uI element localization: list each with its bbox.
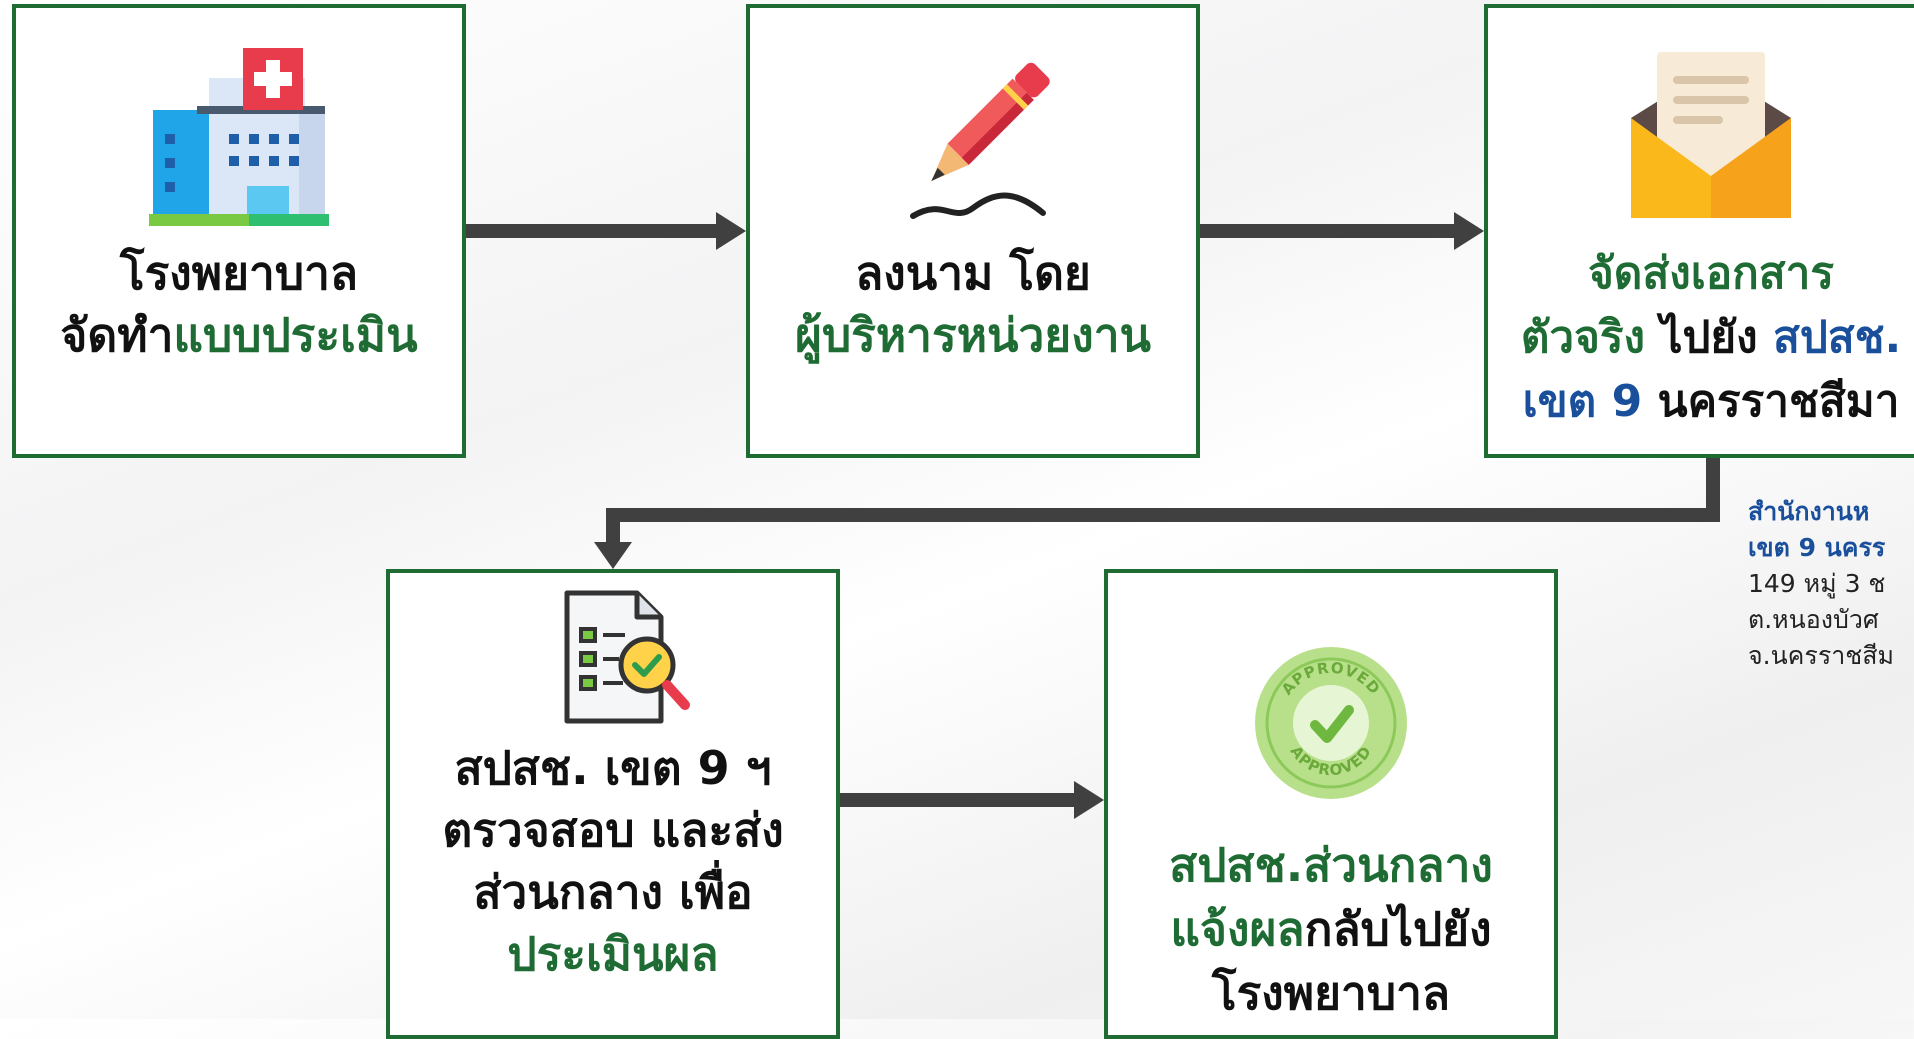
pen-signature-icon — [883, 48, 1063, 232]
step-signed-by-executive: ลงนาม โดย ผู้บริหารหน่วยงาน — [746, 4, 1200, 458]
step-3-line-3: เขต 9 นครราชสีมา — [1522, 376, 1900, 427]
step-4-line-2: ตรวจสอบ และส่ง — [442, 803, 784, 857]
step-5-line-1: สปสช.ส่วนกลาง — [1169, 838, 1493, 892]
document-review-icon — [533, 587, 693, 731]
step-4-line-4: ประเมินผล — [507, 927, 719, 981]
address-line-4: ต.หนองบัวศ — [1748, 605, 1879, 634]
arrow-4-to-5 — [840, 793, 1078, 807]
arrow-3-horizontal — [606, 508, 1720, 522]
step-4-line-1: สปสช. เขต 9 ฯ — [454, 741, 772, 795]
step-1-line-1: โรงพยาบาล — [119, 246, 359, 300]
step-1-label: โรงพยาบาล จัดทำแบบประเมิน — [60, 242, 417, 366]
step-3-label: จัดส่งเอกสาร ตัวจริง ไปยัง สปสช. เขต 9 น… — [1521, 242, 1901, 434]
arrowhead-4-to-5 — [1074, 781, 1104, 819]
approved-stamp-icon: APPROVED APPROVED — [1251, 643, 1411, 807]
step-region-9-reviews: สปสช. เขต 9 ฯ ตรวจสอบ และส่ง ส่วนกลาง เพ… — [386, 569, 840, 1039]
hospital-icon — [149, 48, 329, 232]
step-hospital-prepares-form: โรงพยาบาล จัดทำแบบประเมิน — [12, 4, 466, 458]
arrow-1-to-2 — [466, 224, 720, 238]
step-send-original-documents: จัดส่งเอกสาร ตัวจริง ไปยัง สปสช. เขต 9 น… — [1484, 4, 1914, 458]
arrow-2-to-3 — [1200, 224, 1458, 238]
arrowhead-3-to-4 — [594, 542, 632, 569]
step-1-line-2: จัดทำแบบประเมิน — [60, 308, 418, 362]
address-line-1: สำนักงานห — [1748, 497, 1870, 526]
step-5-line-3: โรงพยาบาล — [1211, 966, 1451, 1020]
address-line-3: 149 หมู่ 3 ช — [1748, 569, 1886, 598]
step-3-line-2: ตัวจริง ไปยัง สปสช. — [1520, 312, 1902, 363]
step-2-label: ลงนาม โดย ผู้บริหารหน่วยงาน — [795, 242, 1151, 366]
step-5-line-2: แจ้งผลกลับไปยัง — [1170, 902, 1492, 956]
arrowhead-1-to-2 — [716, 212, 746, 250]
arrow-4-down — [606, 508, 620, 544]
address-line-5: จ.นครราชสีม — [1748, 641, 1895, 670]
arrowhead-2-to-3 — [1454, 212, 1484, 250]
step-2-line-1: ลงนาม โดย — [855, 246, 1091, 300]
address-line-2: เขต 9 นครร — [1748, 533, 1886, 562]
step-4-line-3: ส่วนกลาง เพื่อ — [473, 865, 753, 919]
step-3-line-1: จัดส่งเอกสาร — [1588, 248, 1834, 299]
step-2-line-2: ผู้บริหารหน่วยงาน — [794, 308, 1151, 362]
regional-office-address: สำนักงานห เขต 9 นครร 149 หมู่ 3 ช ต.หนอง… — [1748, 494, 1914, 674]
arrow-3-down — [1706, 458, 1720, 520]
envelope-document-icon — [1621, 48, 1801, 232]
step-5-label: สปสช.ส่วนกลาง แจ้งผลกลับไปยัง โรงพยาบาล — [1169, 833, 1493, 1025]
step-central-notifies-result: APPROVED APPROVED สปสช.ส่วนกลาง แจ้งผลกล… — [1104, 569, 1558, 1039]
step-4-label: สปสช. เขต 9 ฯ ตรวจสอบ และส่ง ส่วนกลาง เพ… — [442, 737, 783, 985]
